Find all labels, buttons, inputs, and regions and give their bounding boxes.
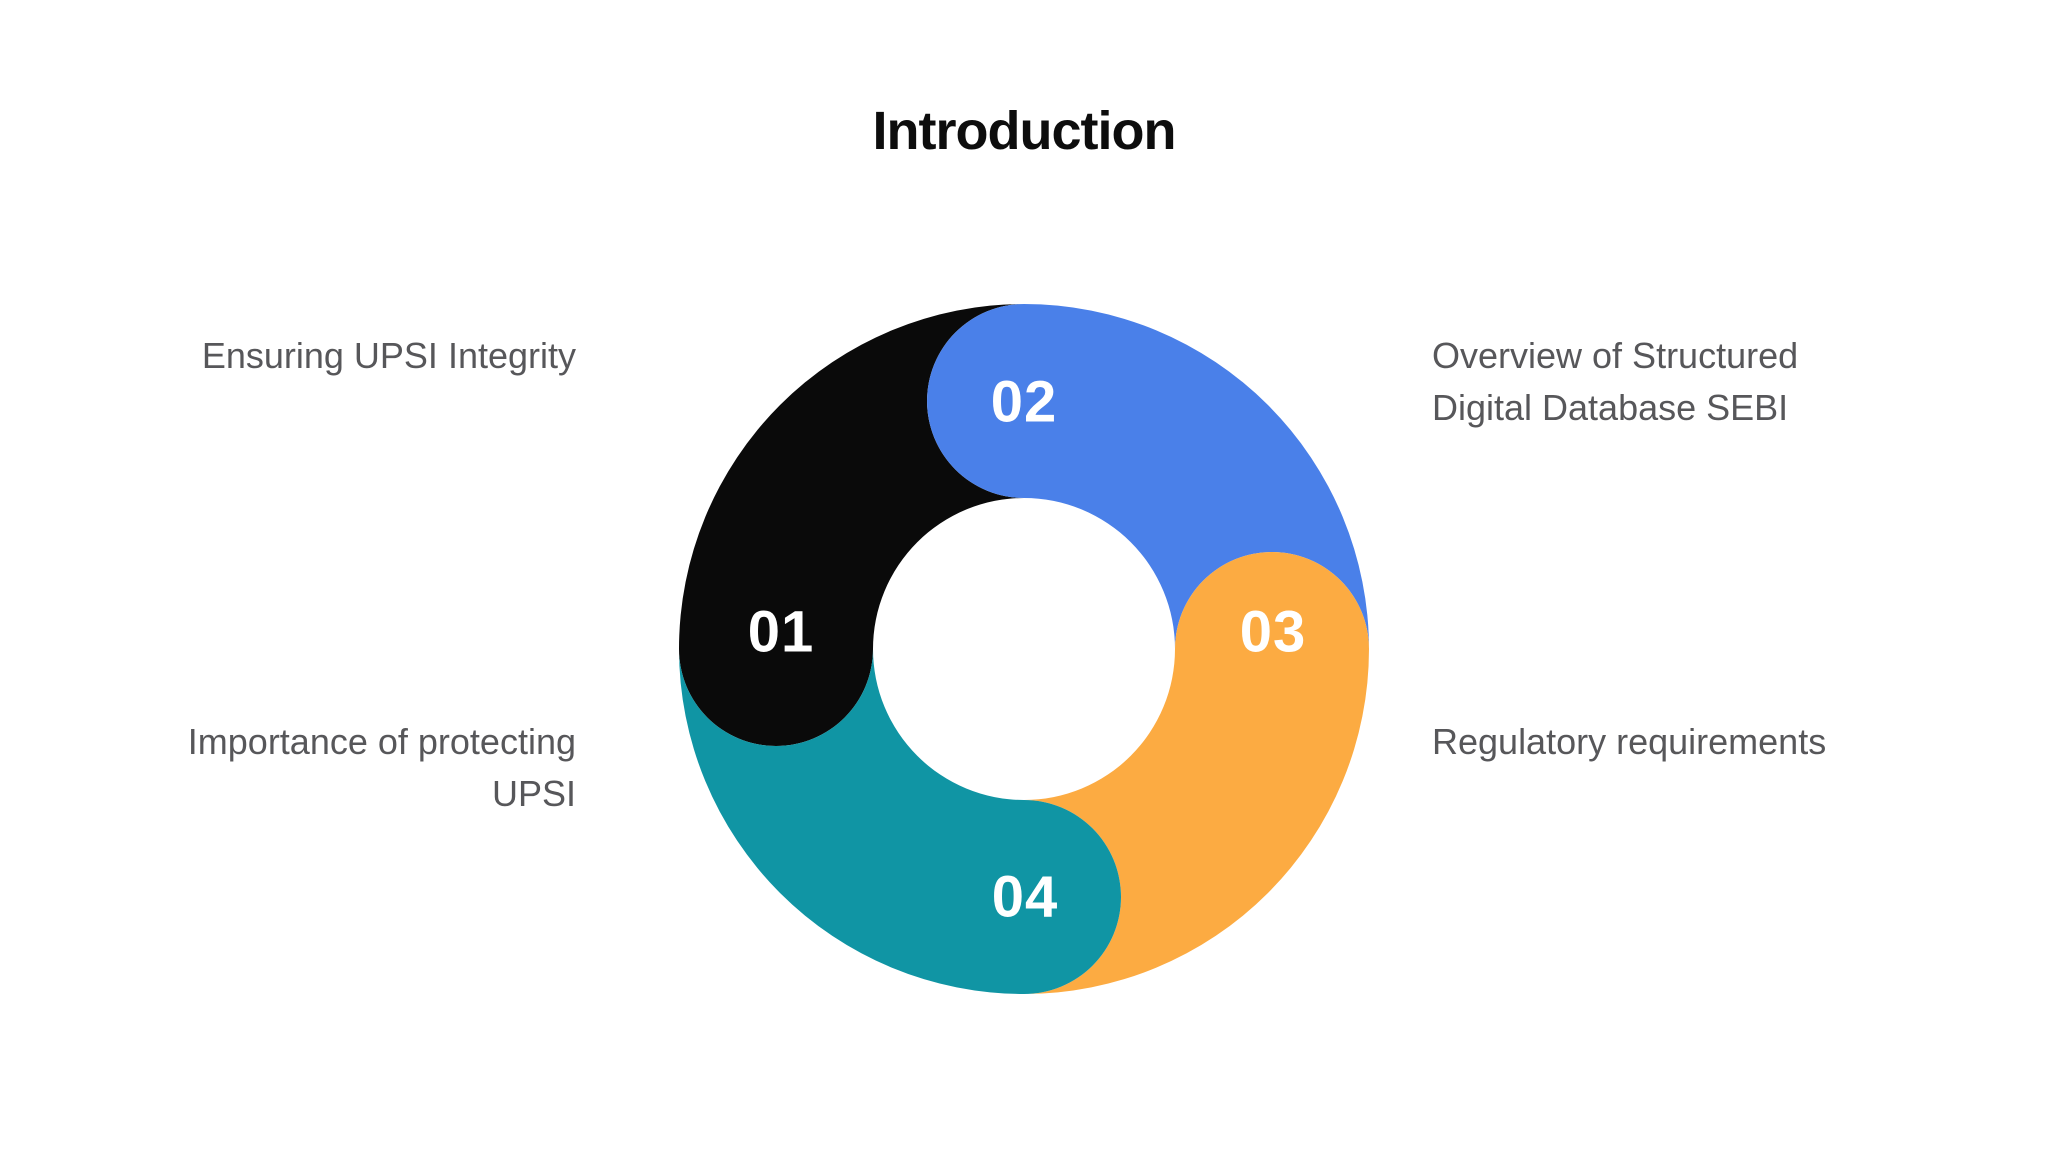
slide-title: Introduction <box>872 101 1177 161</box>
segment-04-number: 04 <box>992 865 1059 930</box>
label-line: UPSI <box>491 773 576 814</box>
label-line: Regulatory requirements <box>1432 721 1827 762</box>
segment-03-label: Regulatory requirements <box>1432 716 1826 768</box>
segment-03-shape <box>1024 552 1369 994</box>
segment-01-label: Ensuring UPSI Integrity <box>202 330 576 382</box>
label-line: Digital Database SEBI <box>1432 387 1789 428</box>
segment-03-number: 03 <box>1240 600 1307 665</box>
cycle-diagram: 01 02 03 04 <box>679 304 1369 994</box>
segment-02-number: 02 <box>991 370 1058 435</box>
segment-02-shape <box>927 304 1369 649</box>
segment-02-label: Overview of Structured Digital Database … <box>1432 330 1798 434</box>
label-line: Importance of protecting <box>187 721 576 762</box>
label-line: Overview of Structured <box>1432 335 1799 376</box>
label-line: Ensuring UPSI Integrity <box>201 335 576 376</box>
segment-04-label: Importance of protecting UPSI <box>188 716 576 820</box>
segment-01-number: 01 <box>748 600 815 665</box>
segment-04-shape <box>679 649 1121 994</box>
segment-01-shape <box>679 304 1024 746</box>
